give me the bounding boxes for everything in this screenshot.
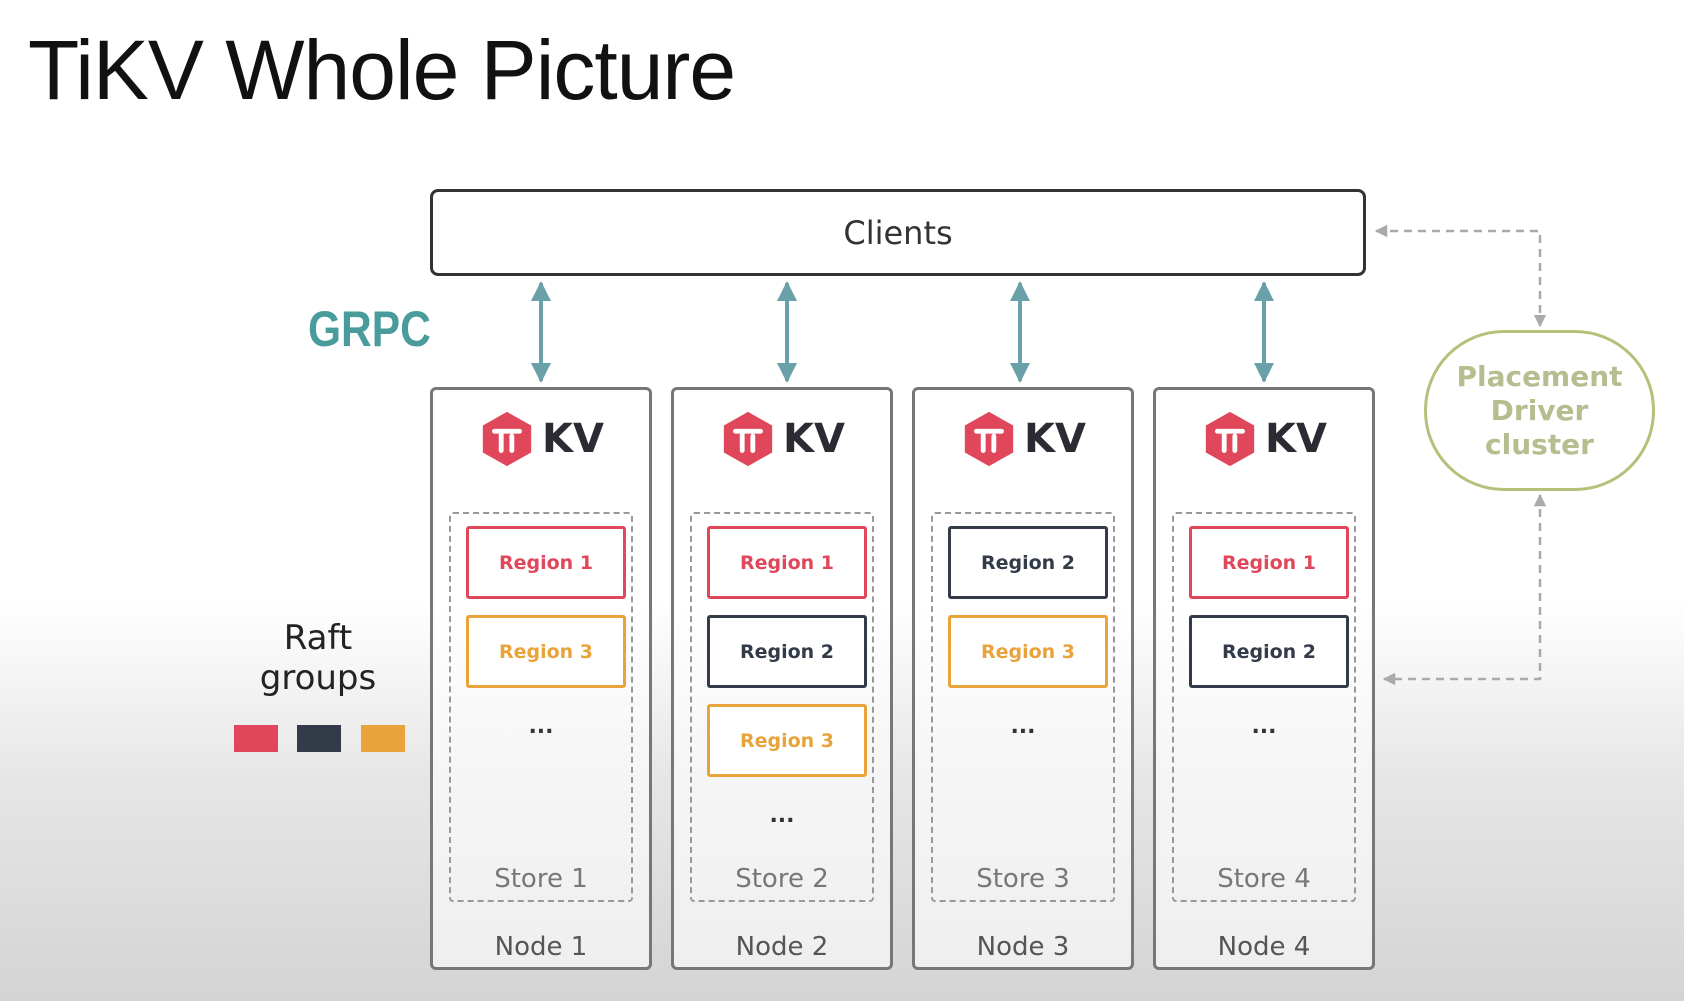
pd-label-line: Placement — [1456, 359, 1623, 393]
raft-group-swatch-navy — [297, 725, 341, 752]
tikv-hexagon-icon — [482, 411, 532, 467]
region-box: Region 2 — [948, 526, 1108, 599]
grpc-logo: GRPC — [308, 301, 431, 357]
node-label: Node 3 — [976, 932, 1070, 962]
raft-group-swatch-red — [234, 725, 278, 752]
node-label: Node 1 — [494, 932, 588, 962]
tikv-node-1: KV Region 1 Region 3... Store 1 Node 1 — [430, 387, 652, 970]
pd-clients-link — [1374, 224, 1547, 328]
store-label: Store 2 — [735, 864, 829, 894]
tikv-hexagon-icon — [964, 411, 1014, 467]
region-box: Region 2 — [707, 615, 867, 688]
node-label: Node 4 — [1217, 932, 1311, 962]
tikv-hexagon-icon — [1205, 411, 1255, 467]
tikv-logo: KV — [433, 410, 649, 468]
pd-label-line: Driver — [1490, 393, 1589, 427]
logo-text: KV — [1265, 416, 1327, 462]
more-regions-ellipsis: ... — [1251, 714, 1277, 739]
store-label: Store 4 — [1217, 864, 1311, 894]
tikv-hexagon-icon — [723, 411, 773, 467]
node-label: Node 2 — [735, 932, 829, 962]
more-regions-ellipsis: ... — [1010, 714, 1036, 739]
raft-label: Raft — [283, 618, 353, 658]
tikv-logo: KV — [674, 410, 890, 468]
tikv-node-2: KV Region 1 Region 2 Region 3... Store 2 N… — [671, 387, 893, 970]
logo-text: KV — [1024, 416, 1086, 462]
slide-title: TiKV Whole Picture — [28, 23, 736, 117]
more-regions-ellipsis: ... — [769, 803, 795, 828]
tikv-node-4: KV Region 1 Region 2... Store 4 Node 4 — [1153, 387, 1375, 970]
raft-label: groups — [259, 658, 377, 698]
store-box: Region 1 Region 2... Store 4 — [1172, 512, 1356, 902]
pd-label-line: cluster — [1485, 427, 1594, 461]
region-box: Region 2 — [1189, 615, 1349, 688]
tikv-logo: KV — [1156, 410, 1372, 468]
clients-box: Clients — [430, 189, 1366, 276]
more-regions-ellipsis: ... — [528, 714, 554, 739]
store-label: Store 1 — [494, 864, 588, 894]
region-box: Region 1 — [466, 526, 626, 599]
raft-groups-legend: Raft groups — [238, 618, 398, 698]
store-label: Store 3 — [976, 864, 1070, 894]
tikv-logo: KV — [915, 410, 1131, 468]
store-box: Region 2 Region 3... Store 3 — [931, 512, 1115, 902]
tikv-node-3: KV Region 2 Region 3... Store 3 Node 3 — [912, 387, 1134, 970]
raft-group-swatch-orange — [361, 725, 405, 752]
region-box: Region 1 — [1189, 526, 1349, 599]
logo-text: KV — [542, 416, 604, 462]
logo-text: KV — [783, 416, 845, 462]
store-box: Region 1 Region 3... Store 1 — [449, 512, 633, 902]
placement-driver-cluster: Placement Driver cluster — [1424, 330, 1655, 491]
region-box: Region 1 — [707, 526, 867, 599]
region-box: Region 3 — [707, 704, 867, 777]
pd-nodes-link — [1382, 493, 1547, 686]
region-box: Region 3 — [948, 615, 1108, 688]
store-box: Region 1 Region 2 Region 3... Store 2 — [690, 512, 874, 902]
region-box: Region 3 — [466, 615, 626, 688]
